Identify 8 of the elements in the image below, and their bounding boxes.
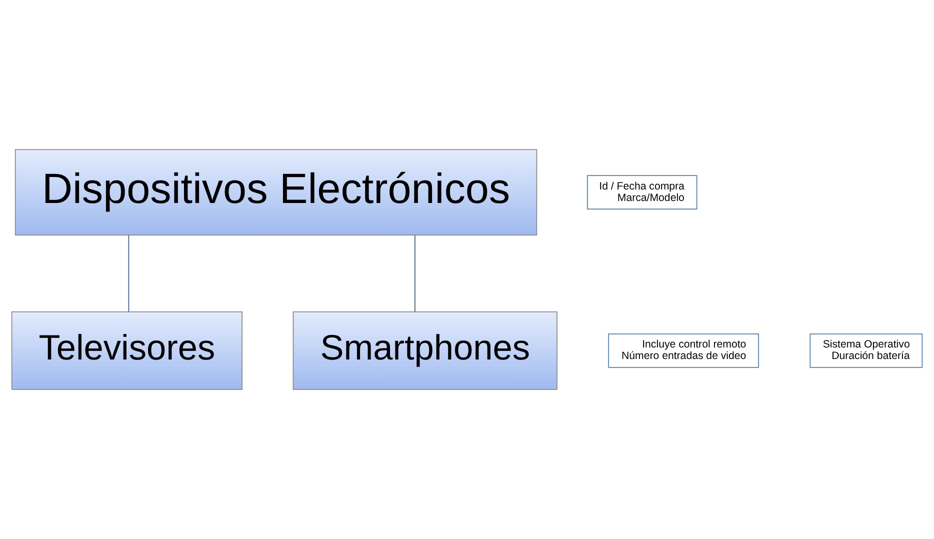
connector (128, 234, 130, 312)
node-box: Smartphones (292, 311, 558, 390)
connector (414, 234, 416, 312)
node-box: Id / Fecha compra Marca/Modelo (586, 175, 698, 210)
node-box: Televisores (11, 311, 242, 390)
node-box: Sistema Operativo Duración batería (810, 333, 923, 368)
node-box: Dispositivos Electrónicos (14, 149, 538, 236)
node-box: Incluye control remoto Número entradas de video (608, 333, 759, 368)
